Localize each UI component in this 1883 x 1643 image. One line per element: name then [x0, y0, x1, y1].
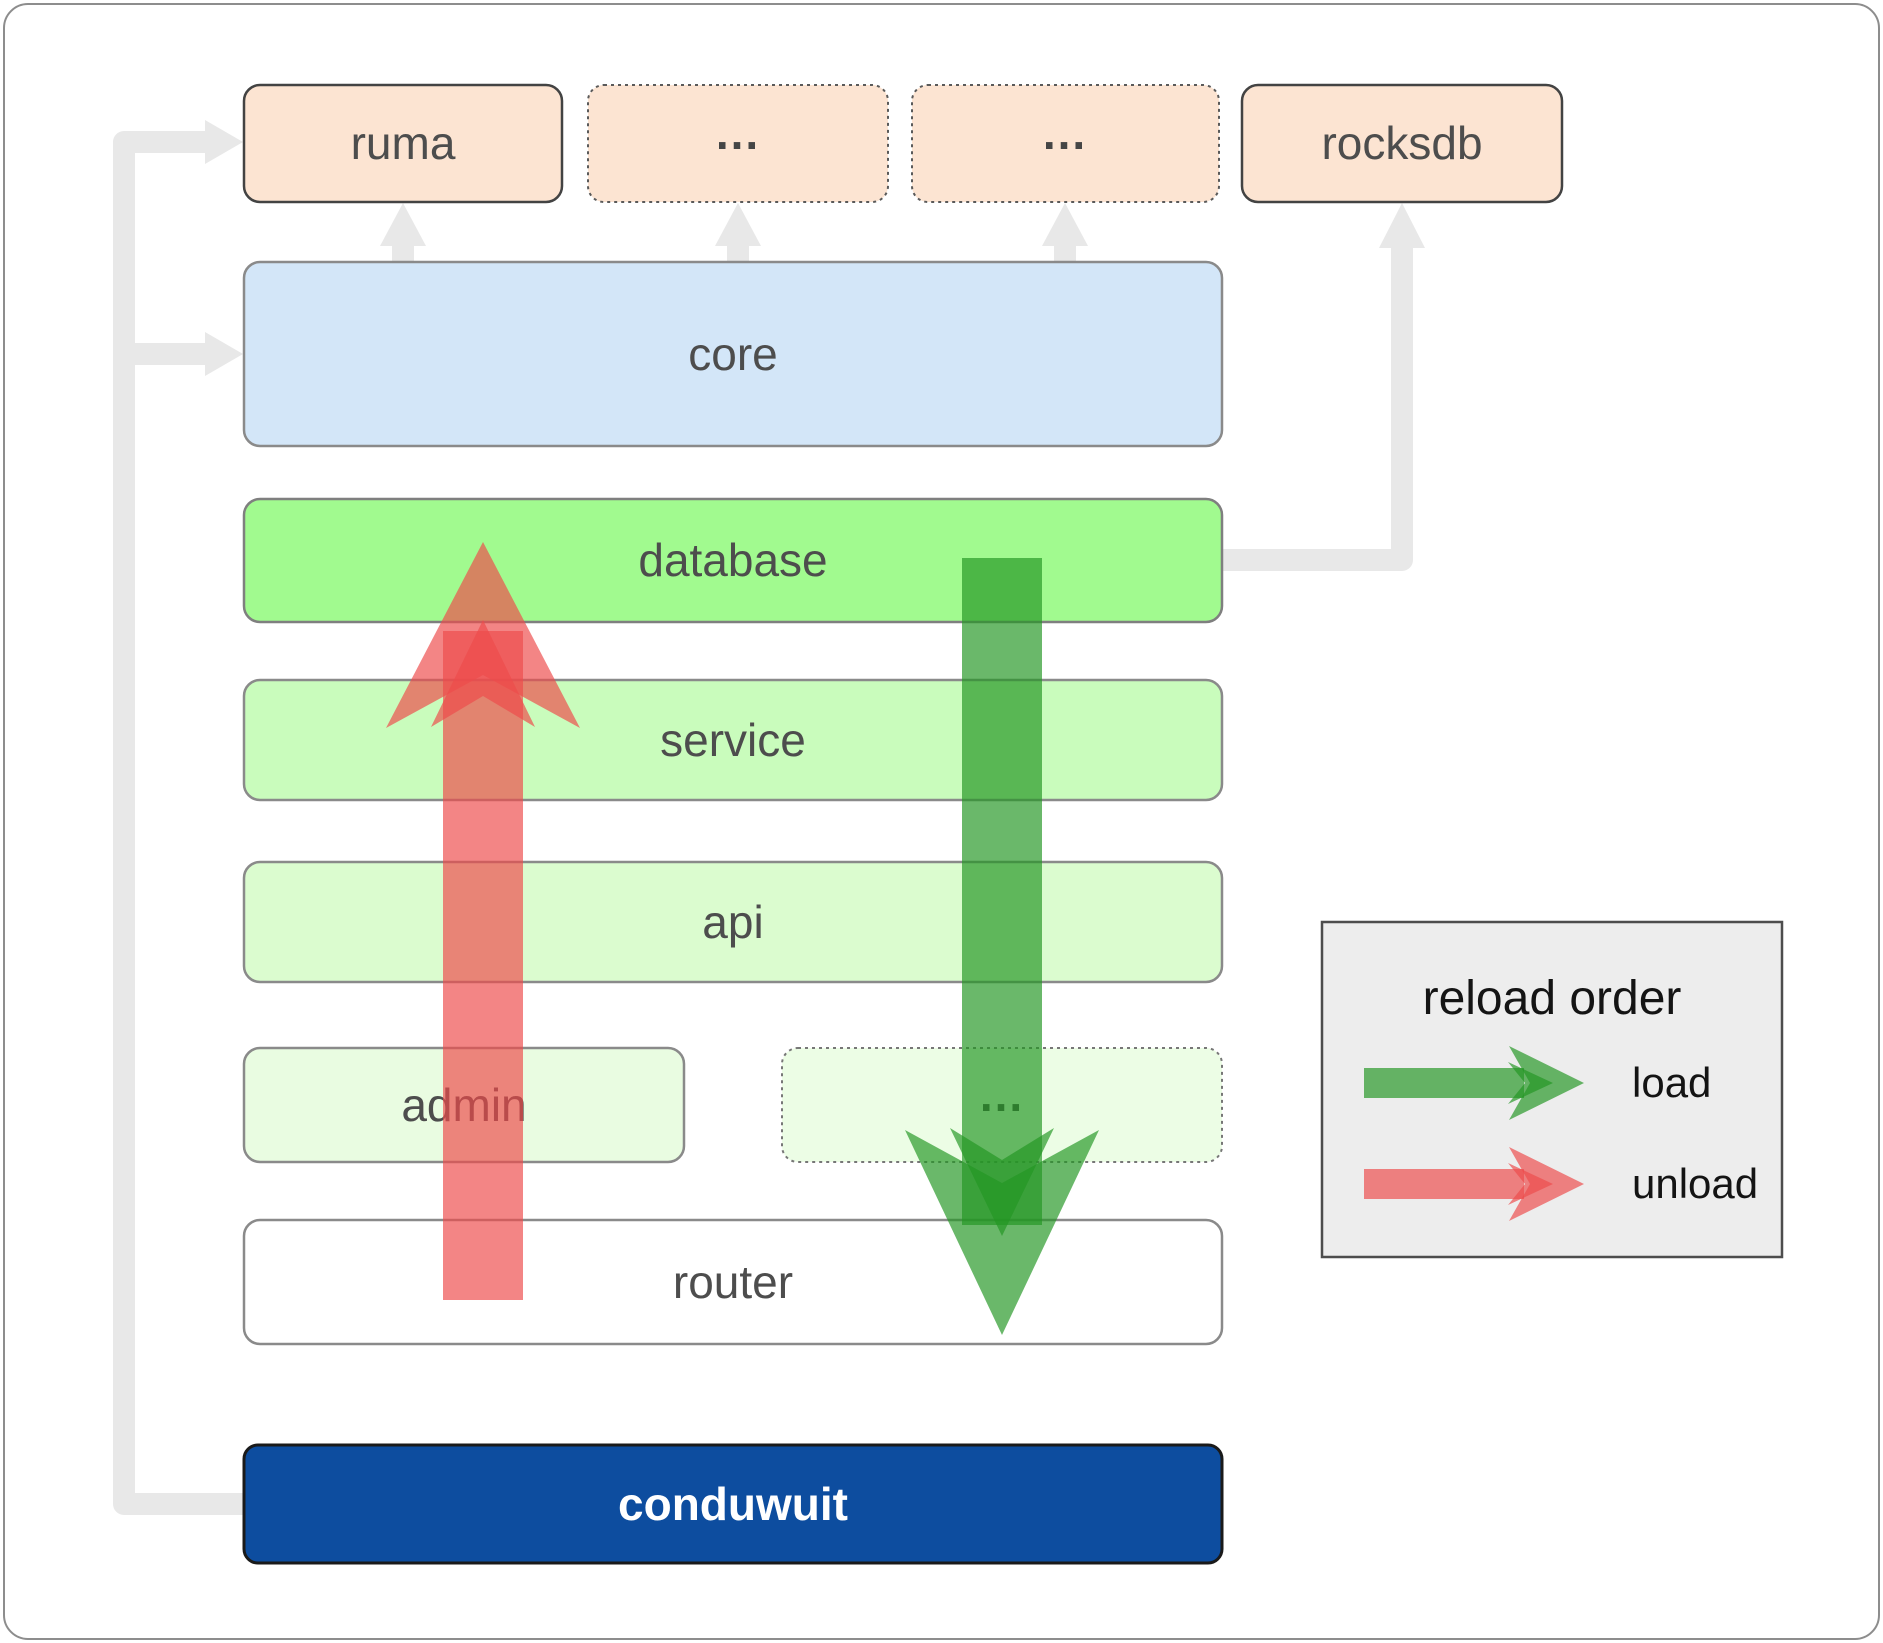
load-arrow-icon: [905, 558, 1099, 1335]
node-dep-b-box: [911, 84, 1220, 203]
nodes: ruma ... ... rocksdb core database servi…: [242, 83, 1564, 1565]
legend-unload-arrow-icon: [1364, 1147, 1584, 1221]
legend-unload-row: unload: [1364, 1147, 1758, 1221]
legend-load-row: load: [1364, 1046, 1711, 1120]
node-dep-a-label: ...: [716, 107, 760, 159]
legend-unload-arrowhead-inner: [1508, 1163, 1553, 1205]
node-router: router: [242, 1218, 1224, 1346]
node-conduwuit-box: [242, 1443, 1224, 1565]
connector-arrowhead-up-icon: [715, 203, 761, 246]
legend-load-label: load: [1632, 1059, 1711, 1106]
unload-arrow-icon: [386, 542, 580, 1300]
node-core-label: core: [688, 328, 777, 380]
unload-arrow-shaft: [443, 631, 523, 1300]
load-arrow-shaft: [962, 558, 1042, 1225]
node-rocksdb: rocksdb: [1240, 83, 1564, 204]
node-database-label: database: [638, 534, 827, 586]
legend-load-arrowhead-inner: [1508, 1062, 1553, 1104]
connector-arrowhead-up-icon: [1042, 203, 1088, 246]
node-dep-a-box: [587, 84, 889, 203]
outer-frame: [3, 3, 1880, 1640]
node-service: service: [242, 678, 1224, 802]
connectors: [113, 120, 1425, 1515]
node-core-box: [242, 260, 1224, 448]
legend-unload-label: unload: [1632, 1160, 1758, 1207]
legend-unload-arrow-shaft: [1364, 1169, 1524, 1199]
unload-arrowhead-inner: [431, 620, 535, 727]
node-api: api: [242, 860, 1224, 984]
node-ruma-label: ruma: [351, 117, 456, 169]
node-database: database: [242, 497, 1224, 624]
connector-conduwuit-to-ruma: [113, 131, 244, 1515]
connector-arrowhead-into-ruma-icon: [205, 120, 243, 164]
node-router-label: router: [673, 1256, 793, 1308]
node-dep-a: ...: [587, 84, 889, 203]
legend-load-arrow-icon: [1364, 1046, 1584, 1120]
reload-arrows: [386, 542, 1099, 1335]
node-dep-b: ...: [911, 84, 1220, 203]
legend-load-arrow-shaft: [1364, 1068, 1524, 1098]
node-ruma: ruma: [242, 83, 564, 204]
node-conduwuit-label: conduwuit: [618, 1478, 848, 1530]
node-dep-b-label: ...: [1043, 107, 1087, 159]
connector-arrowhead-into-core-icon: [205, 332, 243, 376]
node-core: core: [242, 260, 1224, 448]
connector-arrowhead-up-icon: [380, 203, 426, 246]
node-rocksdb-box: [1240, 83, 1564, 204]
node-ruma-box: [242, 83, 564, 204]
node-rocksdb-label: rocksdb: [1321, 117, 1482, 169]
load-arrowhead-inner: [950, 1128, 1054, 1236]
legend-title: reload order: [1423, 972, 1682, 1025]
node-api-label: api: [702, 896, 763, 948]
connector-arrowhead-into-rocksdb-icon: [1379, 203, 1425, 248]
node-conduwuit: conduwuit: [242, 1443, 1224, 1565]
connector-database-to-rocksdb: [1222, 246, 1413, 571]
legend: reload order load unload: [1320, 920, 1784, 1259]
node-service-label: service: [660, 714, 806, 766]
